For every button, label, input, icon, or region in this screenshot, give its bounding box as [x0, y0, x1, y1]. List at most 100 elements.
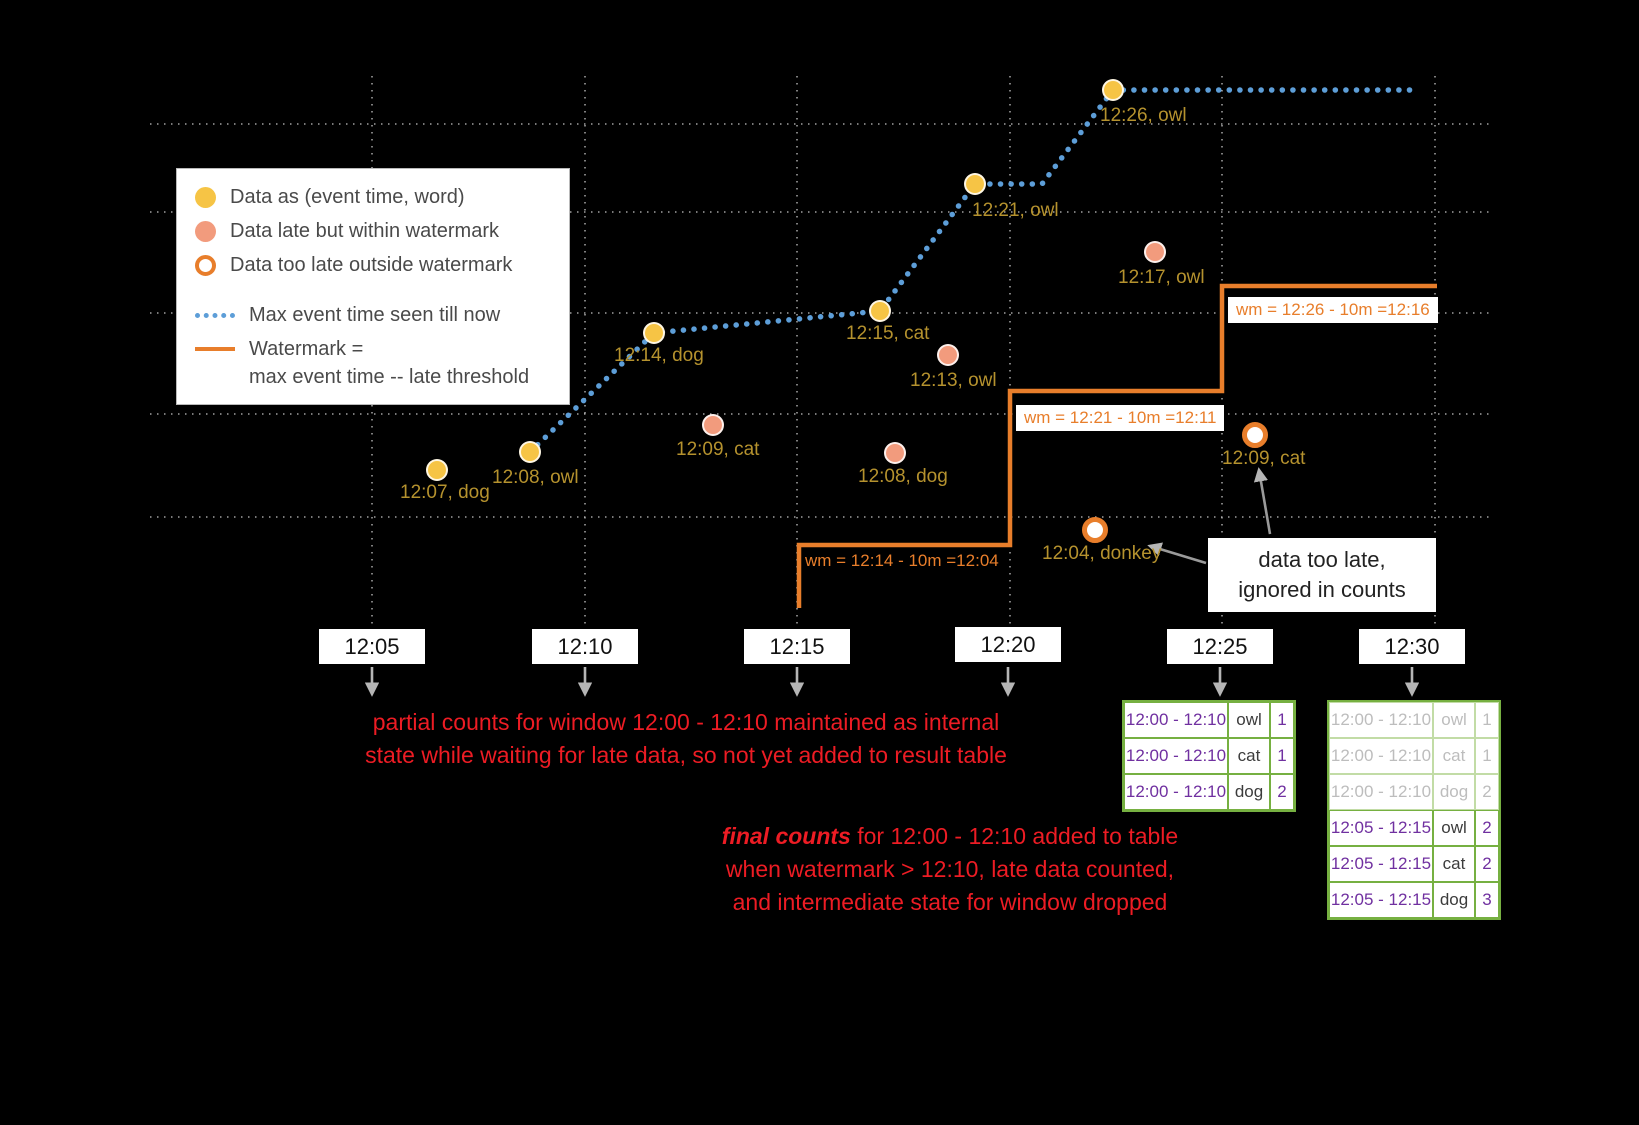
- point-label: 12:26, owl: [1100, 105, 1187, 126]
- window-cell: 12:00 - 12:10: [1124, 774, 1228, 810]
- data-point-too-late: [1082, 517, 1108, 543]
- word-cell: owl: [1228, 702, 1270, 738]
- callout-arrow-cat: [1253, 467, 1272, 535]
- result-table-1230: 12:00 - 12:10 owl 1 12:00 - 12:10 cat 1 …: [1327, 700, 1501, 920]
- window-cell: 12:05 - 12:15: [1329, 846, 1433, 882]
- table-row-faded: 12:00 - 12:10 owl 1: [1329, 702, 1499, 738]
- callout-arrow-donkey: [1147, 542, 1207, 565]
- point-label: 12:08, dog: [858, 466, 948, 487]
- partial-counts-line1: partial counts for window 12:00 - 12:10 …: [372, 709, 1000, 735]
- dotted-line-icon: [195, 312, 235, 318]
- point-label: 12:08, owl: [492, 467, 579, 488]
- final-counts-line1-rest: for 12:00 - 12:10 added to table: [850, 823, 1179, 849]
- too-late-callout-line1: data too late,: [1258, 547, 1386, 572]
- count-cell: 2: [1475, 846, 1499, 882]
- max-event-time-line: [527, 87, 1418, 455]
- legend-item-watermark: Watermark =: [195, 336, 551, 362]
- point-label: 12:13, owl: [910, 370, 997, 391]
- count-cell: 1: [1270, 702, 1294, 738]
- legend-item-too-late: Data too late outside watermark: [195, 252, 551, 278]
- word-cell: owl: [1433, 810, 1475, 846]
- word-cell: cat: [1433, 738, 1475, 774]
- time-label: 12:10: [532, 629, 638, 664]
- legend-item-on-time: Data as (event time, word): [195, 184, 551, 210]
- watermark-label: wm = 12:21 - 10m =12:11: [1016, 405, 1225, 431]
- data-point-too-late: [1242, 422, 1268, 448]
- data-point-on-time: [964, 173, 986, 195]
- result-table-1225: 12:00 - 12:10 owl 1 12:00 - 12:10 cat 1 …: [1122, 700, 1296, 812]
- data-point-late: [884, 442, 906, 464]
- on-time-dot-icon: [195, 186, 216, 208]
- table-row-faded: 12:00 - 12:10 cat 1: [1329, 738, 1499, 774]
- count-cell: 1: [1270, 738, 1294, 774]
- time-axis-arrows: [364, 667, 1420, 697]
- window-cell: 12:00 - 12:10: [1329, 702, 1433, 738]
- point-label: 12:14, dog: [614, 345, 704, 366]
- table-row: 12:00 - 12:10 dog 2: [1124, 774, 1294, 810]
- solid-line-icon: [195, 347, 235, 351]
- data-point-on-time: [643, 322, 665, 344]
- callout-arrows: [1147, 467, 1272, 565]
- data-point-late: [937, 344, 959, 366]
- legend-label: Max event time seen till now: [249, 303, 501, 326]
- legend-item-max-event: Max event time seen till now: [195, 302, 551, 328]
- window-cell: 12:00 - 12:10: [1124, 738, 1228, 774]
- table-row: 12:05 - 12:15 cat 2: [1329, 846, 1499, 882]
- watermark-label: wm = 12:14 - 10m =12:04: [805, 551, 999, 570]
- final-counts-line1: final counts for 12:00 - 12:10 added to …: [690, 820, 1210, 853]
- table-row: 12:05 - 12:15 owl 2: [1329, 810, 1499, 846]
- legend-label: Data late but within watermark: [230, 219, 500, 242]
- word-cell: cat: [1433, 846, 1475, 882]
- data-point-late: [1144, 241, 1166, 263]
- time-label: 12:30: [1359, 629, 1465, 664]
- window-cell: 12:00 - 12:10: [1329, 774, 1433, 810]
- table-row: 12:05 - 12:15 dog 3: [1329, 882, 1499, 918]
- point-label: 12:17, owl: [1118, 267, 1205, 288]
- window-cell: 12:05 - 12:15: [1329, 882, 1433, 918]
- legend-label: Data as (event time, word): [230, 185, 465, 208]
- partial-counts-line2: state while waiting for late data, so no…: [365, 742, 1007, 768]
- data-point-on-time: [869, 300, 891, 322]
- point-label: 12:09, cat: [676, 439, 760, 460]
- time-label: 12:20: [955, 627, 1061, 662]
- window-cell: 12:00 - 12:10: [1329, 738, 1433, 774]
- too-late-callout-line2: ignored in counts: [1238, 577, 1406, 602]
- data-point-on-time: [426, 459, 448, 481]
- word-cell: dog: [1228, 774, 1270, 810]
- legend-spacer: [195, 286, 551, 294]
- word-cell: cat: [1228, 738, 1270, 774]
- count-cell: 3: [1475, 882, 1499, 918]
- table-row: 12:00 - 12:10 cat 1: [1124, 738, 1294, 774]
- final-counts-line2: when watermark > 12:10, late data counte…: [725, 856, 1175, 882]
- legend-label: Data too late outside watermark: [230, 253, 513, 276]
- legend: Data as (event time, word) Data late but…: [176, 168, 570, 405]
- word-cell: owl: [1433, 702, 1475, 738]
- count-cell: 1: [1475, 738, 1499, 774]
- table-row: 12:00 - 12:10 owl 1: [1124, 702, 1294, 738]
- window-cell: 12:05 - 12:15: [1329, 810, 1433, 846]
- too-late-dot-icon: [195, 254, 216, 276]
- point-label: 12:04, donkey: [1042, 543, 1162, 564]
- time-label: 12:25: [1167, 629, 1273, 664]
- time-label: 12:05: [319, 629, 425, 664]
- word-cell: dog: [1433, 774, 1475, 810]
- too-late-callout: data too late, ignored in counts: [1208, 538, 1436, 612]
- partial-counts-note: partial counts for window 12:00 - 12:10 …: [326, 706, 1046, 772]
- word-cell: dog: [1433, 882, 1475, 918]
- point-label: 12:15, cat: [846, 323, 930, 344]
- count-cell: 2: [1475, 774, 1499, 810]
- late-dot-icon: [195, 220, 216, 242]
- count-cell: 1: [1475, 702, 1499, 738]
- table-row-faded: 12:00 - 12:10 dog 2: [1329, 774, 1499, 810]
- final-counts-line3: and intermediate state for window droppe…: [732, 889, 1168, 915]
- data-point-on-time: [519, 441, 541, 463]
- time-label: 12:15: [744, 629, 850, 664]
- window-cell: 12:00 - 12:10: [1124, 702, 1228, 738]
- legend-watermark-line2: max event time -- late threshold: [249, 366, 530, 388]
- legend-label: Watermark =: [249, 337, 364, 360]
- count-cell: 2: [1475, 810, 1499, 846]
- final-counts-emphasis: final counts: [721, 823, 851, 849]
- point-label: 12:09, cat: [1222, 448, 1306, 469]
- legend-item-late: Data late but within watermark: [195, 218, 551, 244]
